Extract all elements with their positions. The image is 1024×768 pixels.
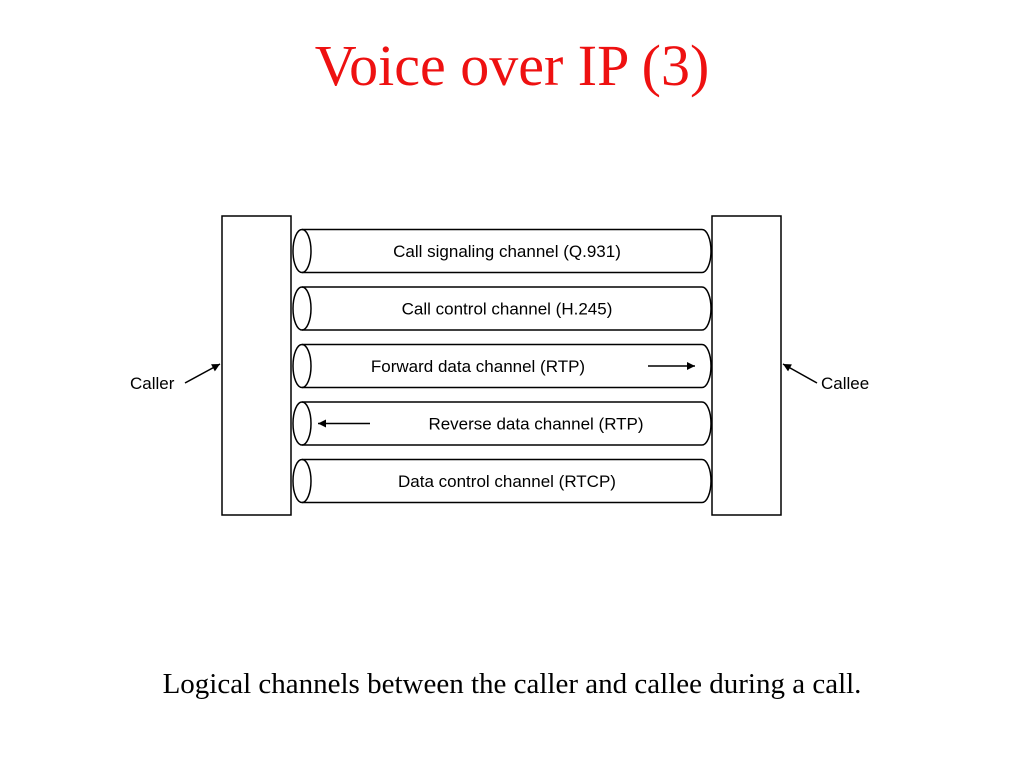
channel-pipe [292,401,712,446]
caller-endpoint-box [221,215,292,516]
channel-1: Call signaling channel (Q.931) [292,228,712,274]
channel-pipe [292,343,712,389]
channel-pipe-opening [301,401,312,446]
channel-label: Forward data channel (RTP) [371,357,585,376]
callee-pointer-arrow [782,363,818,384]
channel-pipe-opening [301,228,312,274]
channel-pipe [292,228,712,274]
channel-2: Call control channel (H.245) [292,286,712,331]
channel-label: Data control channel (RTCP) [398,472,616,491]
callee-label: Callee [821,374,869,393]
figure-caption: Logical channels between the caller and … [162,668,862,700]
channel-label: Call control channel (H.245) [402,300,613,319]
channel-3: Forward data channel (RTP) [292,343,712,389]
channel-5: Data control channel (RTCP) [292,458,712,504]
channel-pipe-opening [301,343,312,389]
channel-pipe-opening [301,458,312,504]
channel-4: Reverse data channel (RTP) [292,401,712,446]
slide-title: Voice over IP (3) [314,33,710,98]
channel-label: Reverse data channel (RTP) [428,415,643,434]
channel-list: Call signaling channel (Q.931) Call contr… [292,228,712,504]
caller-label: Caller [130,374,175,393]
channel-pipe-opening [301,286,312,331]
channel-pipe [292,286,712,331]
caller-pointer-arrow [184,363,221,384]
channel-pipe [292,458,712,504]
callee-endpoint-box [711,215,782,516]
channel-label: Call signaling channel (Q.931) [393,242,621,261]
